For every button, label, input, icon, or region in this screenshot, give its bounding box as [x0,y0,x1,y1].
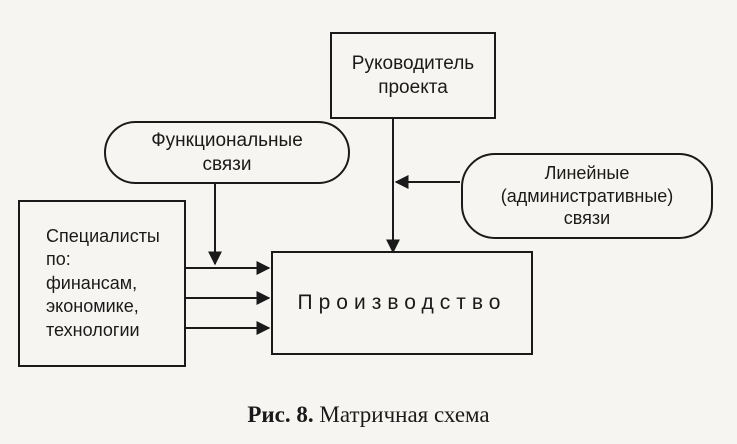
functional-links-box: Функциональные связи [104,121,350,184]
figure-caption-label: Рис. 8. [247,402,314,427]
linear-links-box: Линейные (административные) связи [461,153,713,239]
production-box: Производство [271,251,533,355]
project-manager-box: Руководитель проекта [330,32,496,119]
figure-caption-text: Матричная схема [319,402,490,427]
specialists-box: Специалисты по: финансам, экономике, тех… [18,200,186,367]
figure-caption: Рис. 8. Матричная схема [0,402,737,428]
